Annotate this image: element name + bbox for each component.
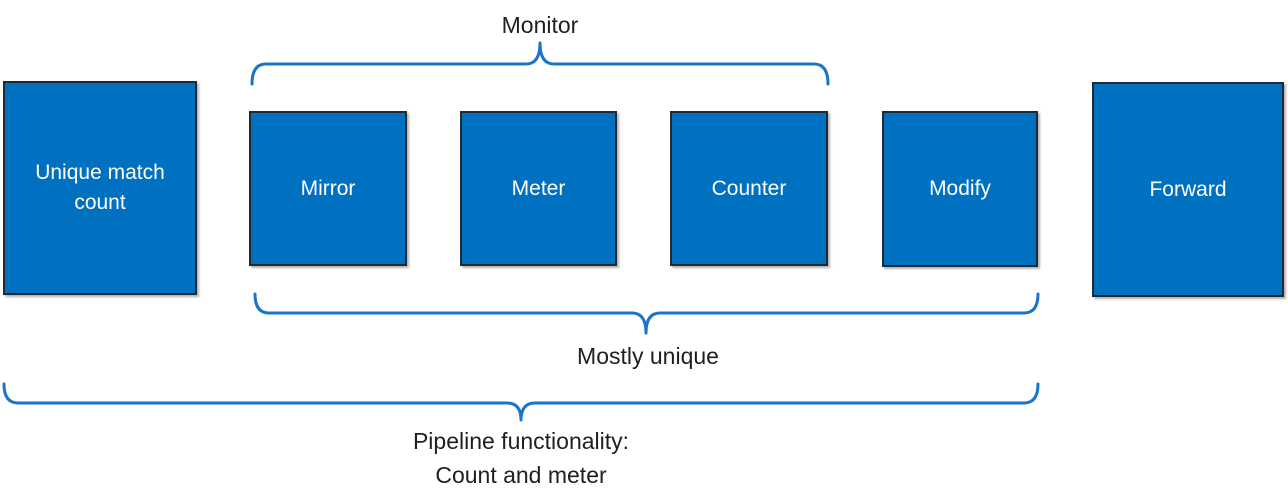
pipeline-functionality-brace-label: Pipeline functionality: Count and meter <box>321 424 721 492</box>
box-forward-label: Forward <box>1149 177 1227 201</box>
box-modify-label: Modify <box>929 177 991 200</box>
box-unique-match-count-label: Unique match count <box>35 161 165 214</box>
pipeline-functionality-label-line1: Pipeline functionality: <box>412 428 630 454</box>
pipeline-functionality-label-line2: Count and meter <box>435 462 607 488</box>
box-counter: Counter <box>670 111 828 266</box>
box-modify: Modify <box>882 111 1038 267</box>
box-meter-label: Meter <box>511 176 566 200</box>
monitor-brace-label: Monitor <box>501 12 579 38</box>
box-forward: Forward <box>1092 82 1284 297</box>
monitor-brace <box>250 41 830 86</box>
box-mirror-label: Mirror <box>300 176 356 200</box>
box-meter: Meter <box>460 111 617 266</box>
pipeline-functionality-brace <box>2 382 1040 422</box>
mostly-unique-brace-label: Mostly unique <box>577 343 719 369</box>
box-unique-match-count: Unique match count <box>3 81 197 295</box>
mostly-unique-brace <box>253 292 1040 335</box>
box-counter-label: Counter <box>711 176 787 200</box>
box-mirror: Mirror <box>249 111 407 266</box>
